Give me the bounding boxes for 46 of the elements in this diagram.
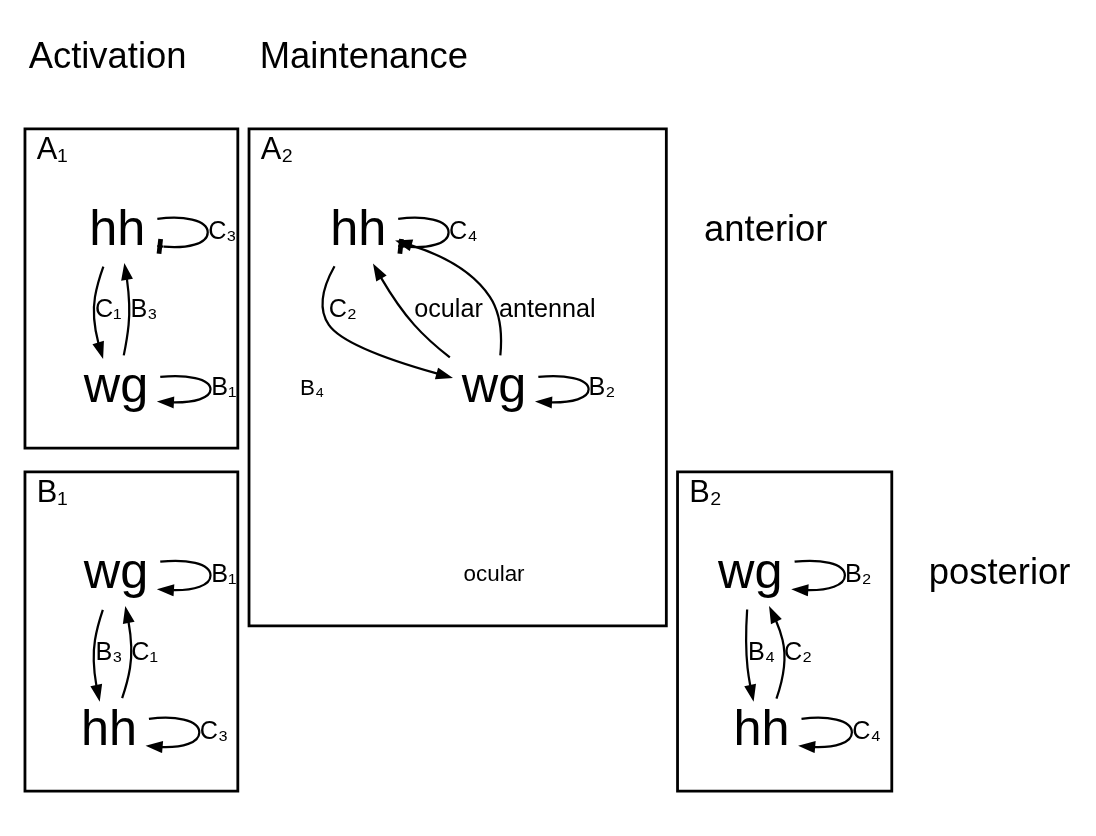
arrow (744, 609, 756, 702)
label: Maintenance (259, 35, 469, 77)
label: anterior (704, 208, 828, 250)
label: posterior (928, 551, 1071, 593)
edge-label: B₃ (130, 294, 158, 323)
edge-label: antennal (498, 294, 596, 323)
node-text: wg (718, 541, 783, 599)
node-text: hh (80, 698, 138, 756)
edge-label: C₂ (328, 294, 357, 323)
label: ocular (463, 560, 525, 586)
edge-label: ocular (414, 294, 483, 323)
edge-label: C₄ (449, 215, 478, 244)
edge-label: B₄ (748, 637, 776, 666)
connector (156, 216, 209, 254)
arrow (769, 606, 786, 699)
arrow (791, 559, 846, 597)
edge-label: C₁ (131, 637, 159, 666)
edge-label: C₃ (199, 715, 229, 744)
arrow (145, 716, 201, 754)
edge-label: B₁ (211, 372, 237, 401)
node-text: wg (83, 355, 149, 413)
arrow (92, 266, 105, 359)
edge-label: B₂ (588, 372, 616, 401)
edge-label: C₄ (852, 715, 881, 744)
arrow (321, 265, 453, 380)
arrow (156, 375, 212, 409)
node-text: hh (733, 698, 790, 756)
arrow (121, 606, 135, 699)
node-text: wg (83, 541, 149, 599)
node-text: wg (461, 355, 527, 413)
arrow (90, 609, 104, 702)
arrow (156, 559, 212, 597)
arrow (121, 262, 133, 356)
label: B₄ (300, 374, 325, 400)
edge-label: C₁ (94, 294, 122, 323)
edge-label: B₁ (211, 558, 237, 587)
edge-label: C₂ (783, 637, 812, 666)
node-text: hh (330, 198, 387, 256)
node-text: hh (89, 198, 146, 256)
edge-label: C₃ (208, 215, 237, 244)
arrow (372, 263, 451, 359)
edge-label: B₃ (95, 637, 123, 666)
edge-label: B₂ (844, 558, 872, 587)
arrow (798, 716, 853, 754)
label: Activation (28, 35, 187, 77)
arrow (534, 375, 590, 409)
